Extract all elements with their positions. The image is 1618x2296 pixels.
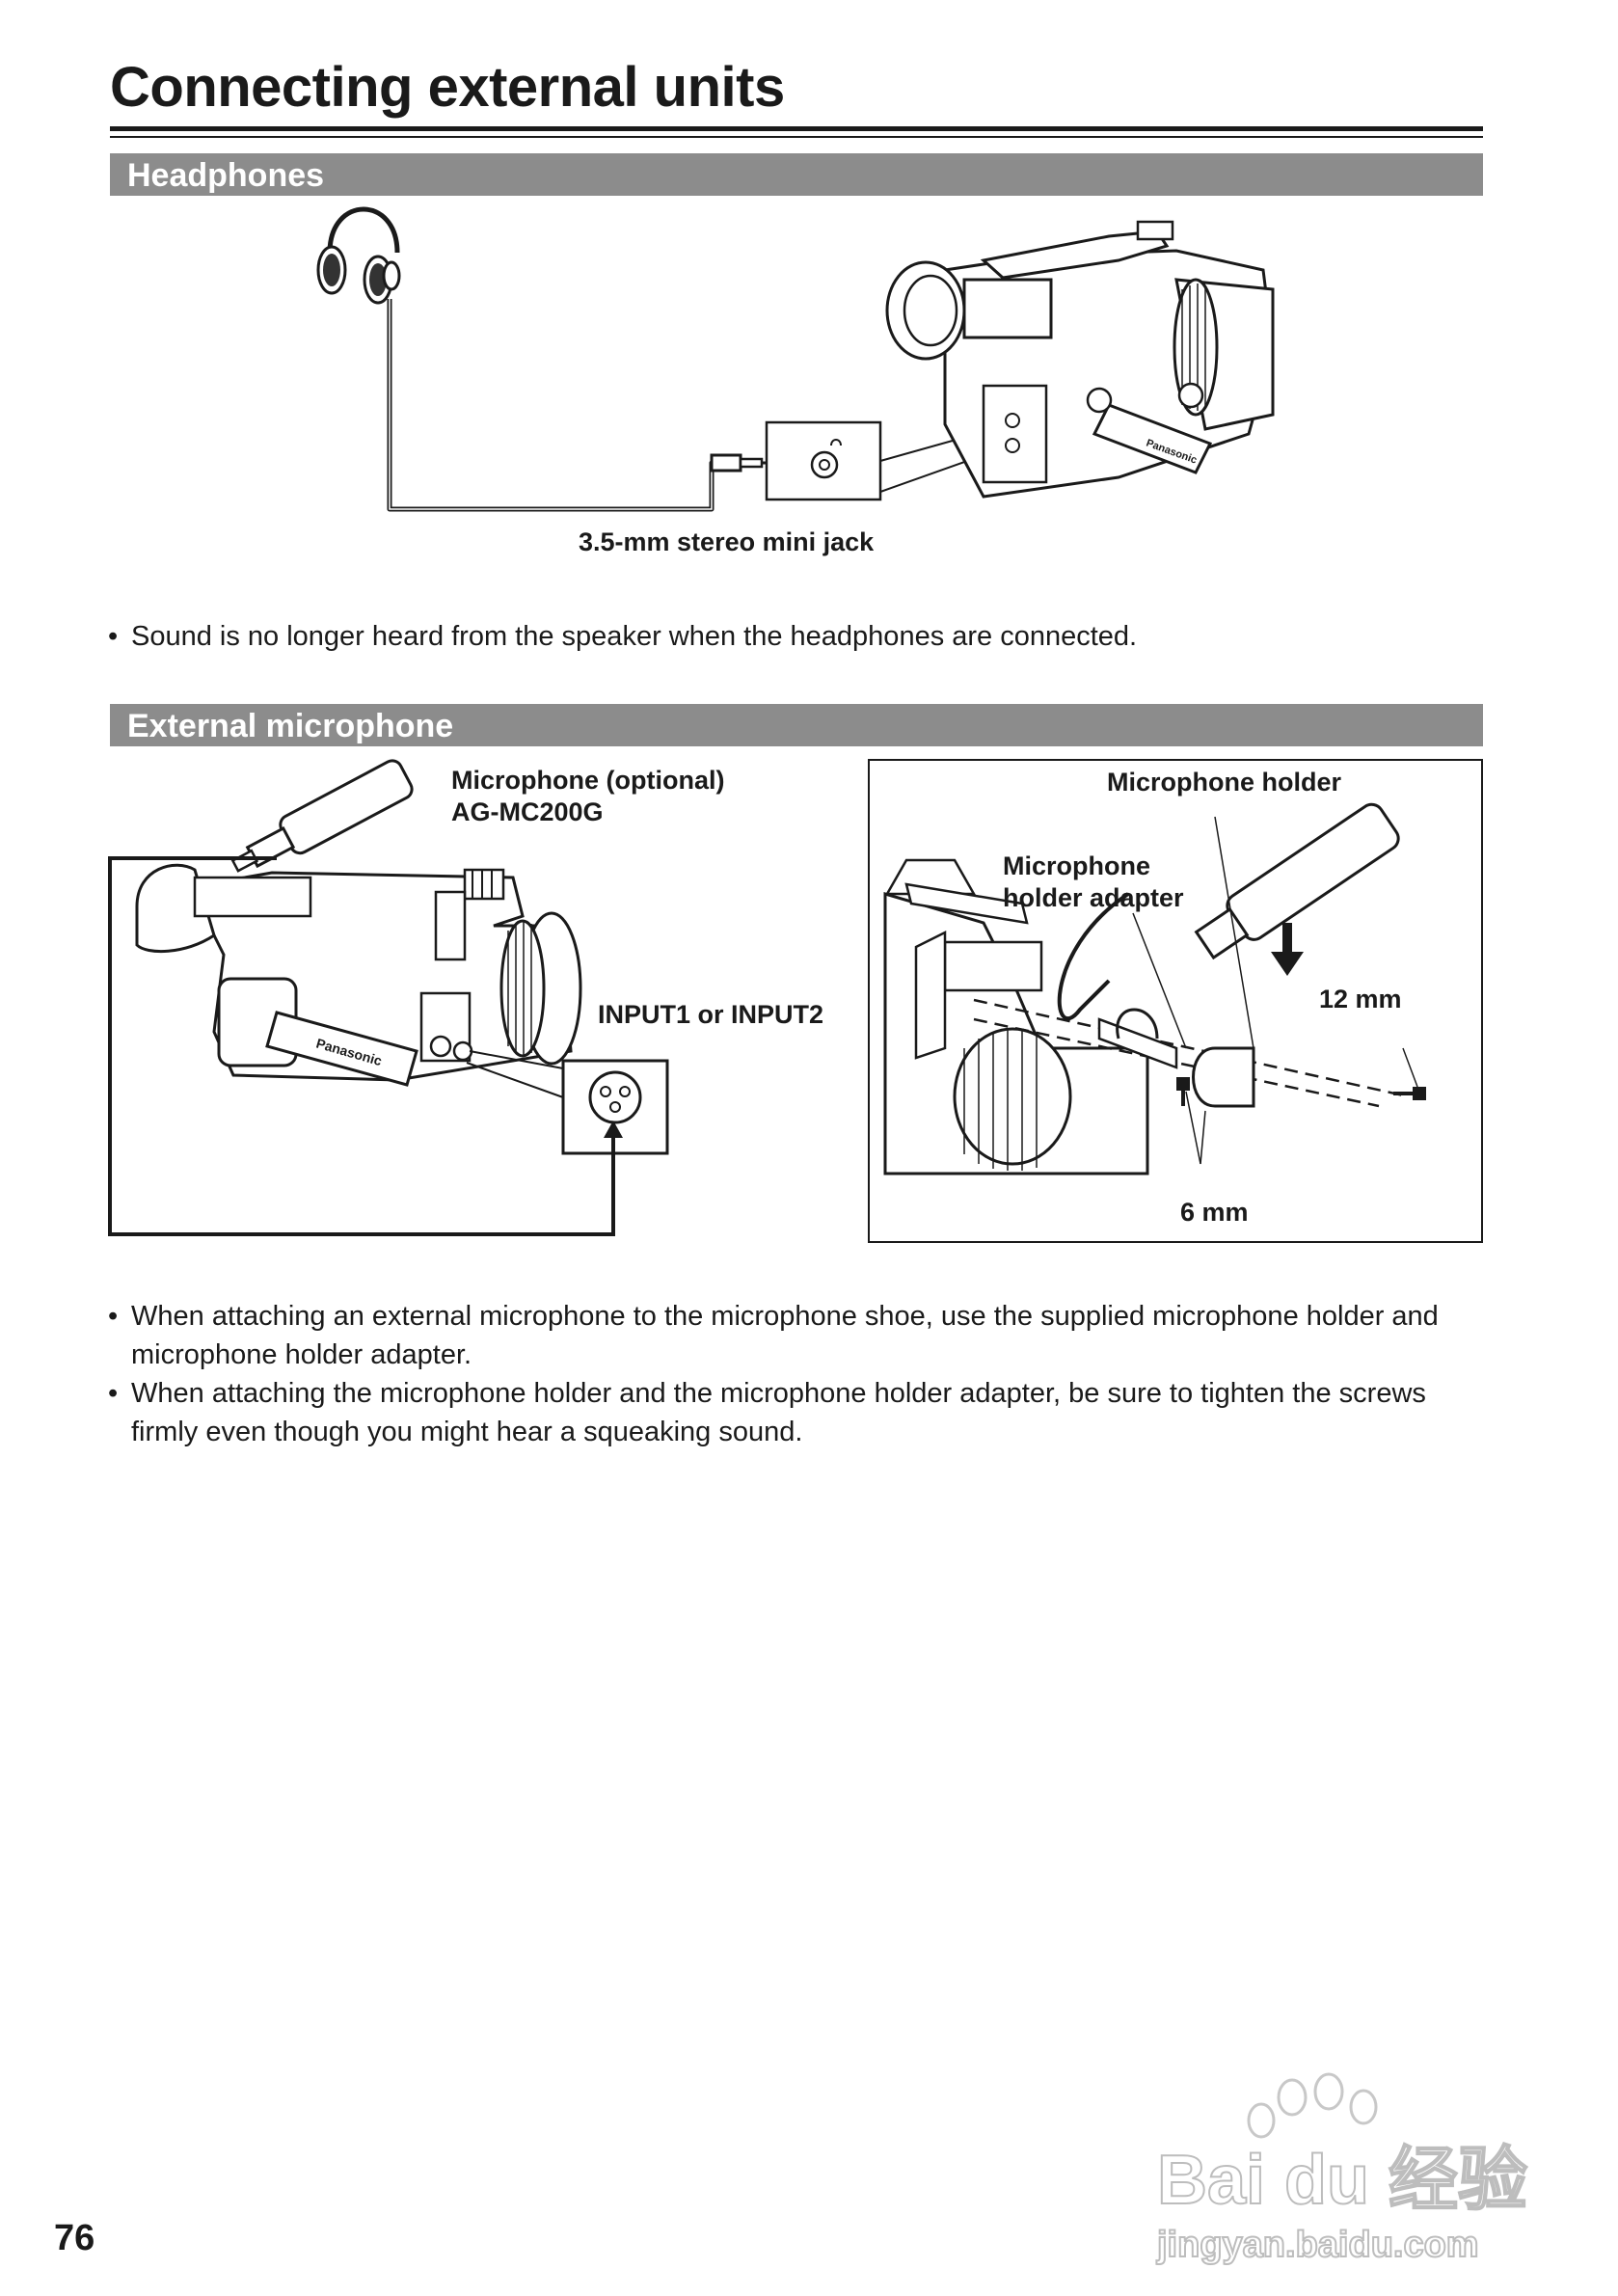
- external-microphone-notes: When attaching an external microphone to…: [106, 1297, 1485, 1451]
- adapter-label-line2: holder adapter: [1003, 883, 1184, 912]
- microphone-connection-illustration: Panasonic: [108, 759, 669, 1236]
- headphones-note: Sound is no longer heard from the speake…: [106, 617, 1485, 656]
- watermark-line1: Bai du 经验: [1157, 2142, 1527, 2219]
- external-microphone-note: When attaching an external microphone to…: [106, 1297, 1485, 1374]
- external-microphone-section-header: External microphone: [110, 704, 1483, 746]
- external-microphone-note: When attaching the microphone holder and…: [106, 1374, 1485, 1451]
- headphones-heading: Headphones: [127, 157, 325, 194]
- screw-12mm-icon: [1393, 1087, 1426, 1100]
- watermark: Bai du 经验 jingyan.baidu.com: [1155, 2072, 1528, 2266]
- mic-holder-illustration: [883, 802, 1426, 1175]
- page-number: 76: [54, 2218, 95, 2258]
- input-label: INPUT1 or INPUT2: [598, 1000, 824, 1029]
- screw-short-label: 6 mm: [1180, 1198, 1249, 1227]
- title-rule-thin: [110, 136, 1483, 138]
- headphones-drawing: Panasonic: [309, 203, 1292, 521]
- headphones-notes: Sound is no longer heard from the speake…: [106, 617, 1485, 656]
- mic-label-line2: AG-MC200G: [451, 797, 604, 826]
- watermark-line2: jingyan.baidu.com: [1156, 2225, 1479, 2265]
- page-title: Connecting external units: [110, 56, 785, 119]
- screw-long-label: 12 mm: [1319, 985, 1402, 1013]
- watermark-paw-icon: [1247, 2072, 1378, 2139]
- adapter-label-line1: Microphone: [1003, 851, 1150, 880]
- holder-label: Microphone holder: [1107, 768, 1341, 797]
- mic-label-line1: Microphone (optional): [451, 766, 725, 795]
- headphones-section-header: Headphones: [110, 153, 1483, 196]
- title-rule: [110, 126, 1483, 131]
- jack-label: 3.5-mm stereo mini jack: [579, 527, 875, 556]
- external-microphone-heading: External microphone: [127, 708, 454, 744]
- screw-6mm-icon: [1176, 1077, 1190, 1106]
